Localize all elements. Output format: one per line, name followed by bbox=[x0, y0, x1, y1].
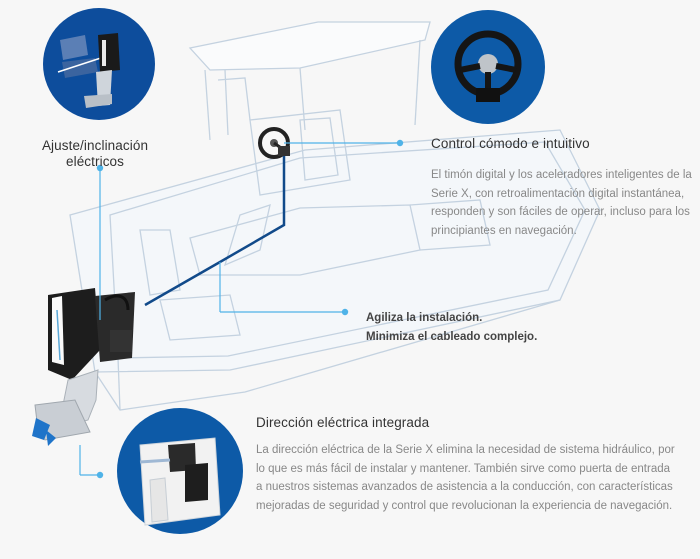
outboard-motor bbox=[32, 288, 135, 446]
control-feature-title: Control cómodo e intuitivo bbox=[431, 136, 590, 151]
install-feature-line-2: Minimiza el cableado complejo. bbox=[366, 331, 538, 343]
control-cable bbox=[144, 156, 286, 307]
steering-feature-title: Dirección eléctrica integrada bbox=[256, 415, 430, 430]
control-feature-description: El timón digital y los aceleradores inte… bbox=[431, 169, 692, 237]
steering-feature-image bbox=[117, 408, 243, 534]
tilt-feature-title: Ajuste/inclinación eléctricos bbox=[41, 138, 149, 169]
install-feature-text: Agiliza la instalación. Minimiza el cabl… bbox=[366, 309, 606, 347]
steering-feature-description: La dirección eléctrica de la Serie X eli… bbox=[256, 444, 675, 512]
boat-outline bbox=[69, 21, 601, 411]
tilt-feature-image bbox=[43, 8, 155, 120]
callout-connectors bbox=[79, 139, 404, 479]
control-feature-image bbox=[431, 10, 545, 124]
install-feature-line-1: Agiliza la instalación. bbox=[366, 312, 483, 324]
